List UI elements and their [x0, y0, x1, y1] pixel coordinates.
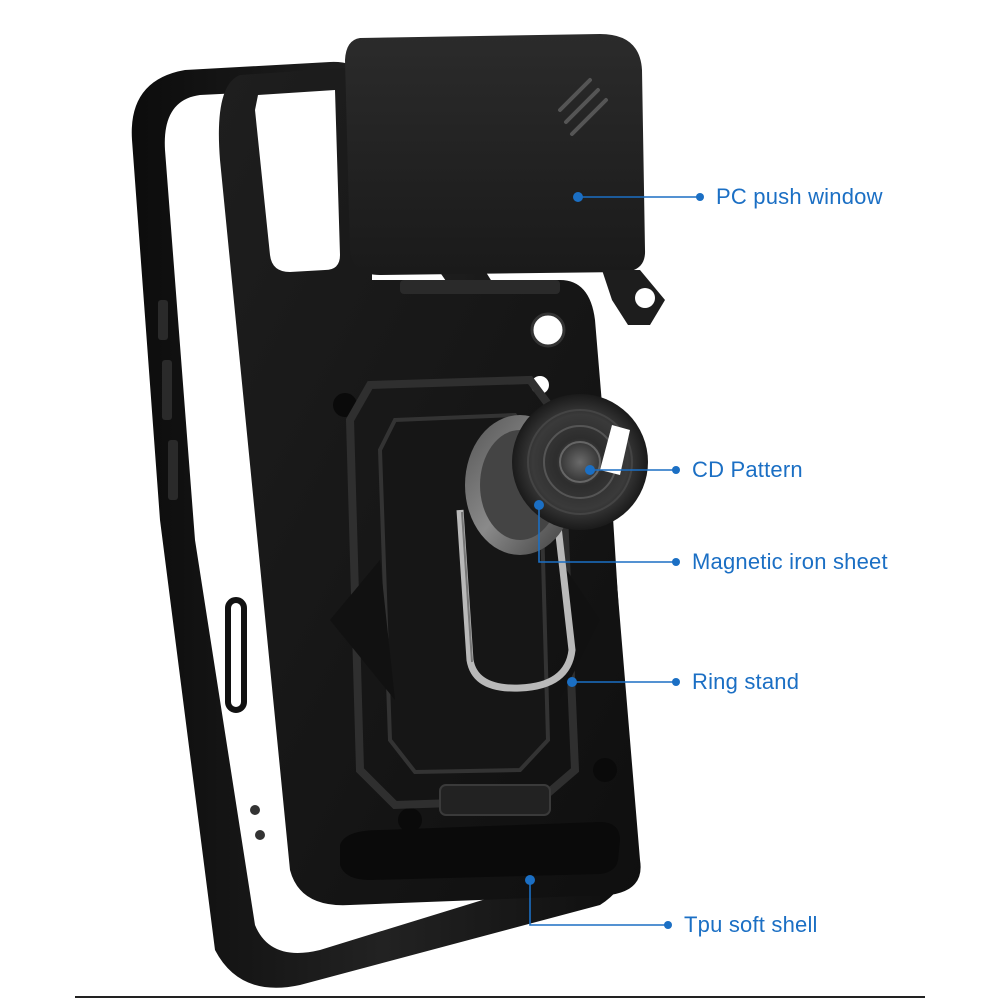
label-cd-pattern: CD Pattern	[692, 457, 803, 482]
label-ring-stand: Ring stand	[692, 669, 800, 694]
label-magnetic-iron-sheet: Magnetic iron sheet	[692, 549, 888, 574]
bottom-divider	[75, 996, 925, 998]
label-pc-push-window: PC push window	[716, 184, 883, 209]
ring-stand	[456, 499, 576, 692]
callout-leaders	[525, 192, 704, 929]
label-tpu-soft-shell: Tpu soft shell	[684, 912, 818, 937]
pc-push-window	[345, 34, 665, 325]
cd-pattern-disk	[512, 394, 648, 530]
